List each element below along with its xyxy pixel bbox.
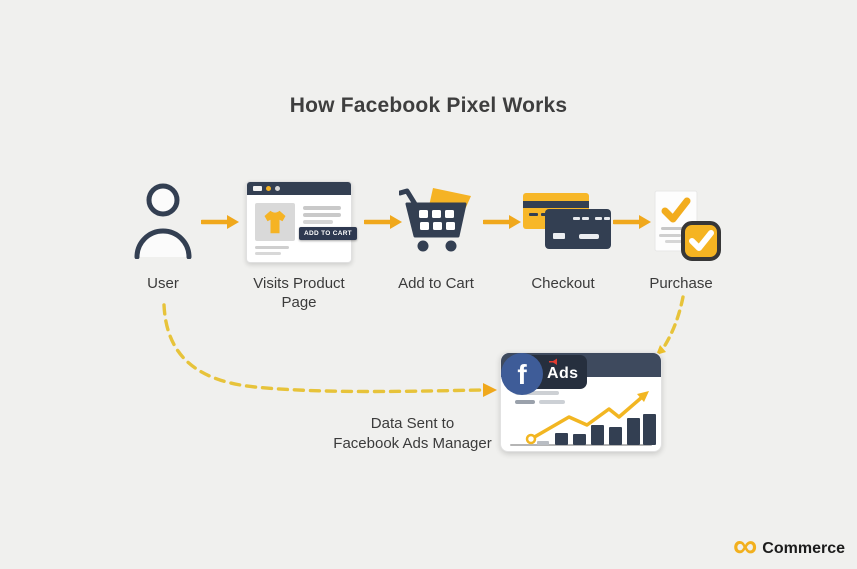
chart-bar (609, 427, 622, 445)
flow-arrow-2 (364, 215, 402, 229)
ads-chart-bars (537, 414, 656, 445)
step-label-visits-product-page: Visits Product Page (253, 275, 345, 311)
infinity-icon: ∞ (733, 527, 758, 565)
flow-arrow-1 (201, 215, 239, 229)
text-line (303, 213, 341, 217)
user-icon (134, 183, 192, 259)
text-line (539, 400, 565, 404)
facebook-ads-manager-panel: Ads f (500, 352, 662, 452)
trend-start-marker (525, 433, 537, 445)
page-title: How Facebook Pixel Works (289, 94, 568, 117)
browser-titlebar (247, 182, 351, 195)
flow-arrow-3 (483, 215, 521, 229)
ads-mini-chart (510, 391, 656, 446)
chart-bar (555, 433, 568, 445)
brand-logo: ∞ Commerce (733, 527, 845, 565)
chart-bar (591, 425, 604, 445)
text-line (255, 246, 289, 249)
text-line (515, 391, 559, 395)
chart-bar (537, 441, 549, 445)
titlebar-dot-gray (275, 186, 280, 191)
step-label-purchase: Purchase (649, 275, 713, 292)
text-line (515, 400, 535, 404)
trend-arrowhead (637, 391, 649, 402)
caption-line-1: Data Sent to (370, 415, 455, 432)
cart-icon (399, 188, 471, 252)
titlebar-menu-icon (253, 186, 262, 191)
product-image (255, 203, 295, 241)
tshirt-icon (264, 210, 286, 234)
trend-line (529, 396, 643, 441)
text-line (303, 220, 333, 224)
data-sent-caption: Data Sent to Facebook Ads Manager (320, 414, 505, 454)
chart-bar (573, 434, 586, 445)
step-label-user: User (147, 275, 179, 292)
dashed-arrow-purchase-to-ads (660, 295, 685, 352)
add-to-cart-button: ADD TO CART (299, 227, 357, 240)
dashed-arrow-user-to-ads (162, 303, 485, 394)
dashed-arrowhead-user-to-ads (483, 383, 497, 397)
titlebar-dot-yellow (266, 186, 271, 191)
receipt-check-icon (654, 190, 721, 261)
step-label-add-to-cart: Add to Cart (398, 275, 474, 292)
facebook-icon: f (501, 353, 543, 395)
chart-bar (627, 418, 640, 445)
text-line (303, 206, 341, 210)
facebook-f-letter: f (517, 359, 527, 390)
brand-name: Commerce (762, 540, 845, 557)
ads-logo-text: Ads (547, 365, 579, 382)
product-page-icon: ADD TO CART (246, 181, 357, 263)
megaphone-icon (549, 358, 557, 365)
caption-line-2: Facebook Ads Manager (333, 435, 492, 452)
credit-cards-icon (523, 193, 611, 249)
flow-arrow-4 (613, 215, 651, 229)
step-label-checkout: Checkout (531, 275, 595, 292)
text-line (255, 252, 281, 255)
chart-bar (643, 414, 656, 445)
